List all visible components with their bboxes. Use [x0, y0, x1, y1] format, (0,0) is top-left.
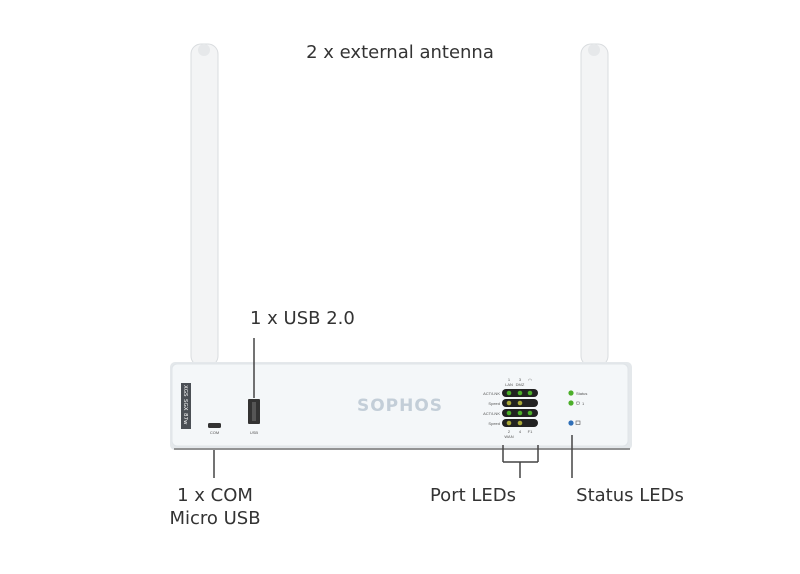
port-footer-2: 2 [508, 429, 511, 434]
usb-callout: 1 x USB 2.0 [250, 308, 355, 329]
usb-port-label: USB [250, 430, 259, 435]
led [517, 410, 523, 416]
led-row-3: ACT/LNK [483, 409, 538, 417]
port-leds-callout: Port LEDs [429, 485, 517, 506]
power-led [568, 400, 574, 406]
antenna-callout: 2 x external antenna [306, 42, 494, 63]
power-icon: ⏻ [576, 401, 580, 407]
com-port-label: COM [210, 430, 219, 435]
led [527, 390, 533, 396]
port-footer-f1: F1 [528, 429, 533, 434]
power-led-label: 1 [582, 401, 585, 406]
port-header-lan: LAN [505, 382, 513, 387]
led [517, 390, 523, 396]
port-header-1: 1 [508, 377, 511, 382]
port-footer-4: 4 [519, 429, 522, 434]
led [506, 390, 512, 396]
micro-usb-com-port[interactable] [208, 423, 221, 428]
led [506, 410, 512, 416]
sophos-logo: SOPHOS [357, 396, 443, 416]
port-header-3: 3 [519, 377, 522, 382]
led [517, 400, 523, 406]
row-label: Speed [488, 421, 500, 426]
right-antenna [580, 43, 609, 367]
port-footer-wan: WAN [504, 434, 513, 439]
led [506, 420, 512, 426]
wifi-status-led [568, 420, 574, 426]
port-leds: 1 LAN 3 DMZ ◠ ACT/LNK Speed ACT/LNK Spee… [483, 377, 538, 439]
model-badge: XGS SGX 87w [181, 383, 191, 429]
model-number: 87w [182, 413, 188, 425]
status-led-label: Status [576, 391, 587, 396]
status-leds-callout: Status LEDs [576, 485, 684, 506]
wireless-icon [575, 420, 581, 425]
com-callout-line2: Micro USB [169, 508, 261, 529]
led [527, 410, 533, 416]
row-label: ACT/LNK [483, 391, 500, 396]
led [517, 420, 523, 426]
row-label: ACT/LNK [483, 411, 500, 416]
status-led [568, 390, 574, 396]
led-row-4: Speed [488, 419, 538, 427]
status-leds: Status ⏻ 1 [568, 390, 587, 426]
port-header-dmz: DMZ [516, 382, 525, 387]
left-antenna [190, 43, 219, 367]
callout-lines [213, 338, 573, 478]
model-label: SGX [182, 399, 188, 411]
led [506, 400, 512, 406]
model-top-label: XGS [182, 385, 188, 397]
led-row-2: Speed [488, 399, 538, 407]
led-row-1: ACT/LNK [483, 389, 538, 397]
row-label: Speed [488, 401, 500, 406]
com-callout-line1: 1 x COM [177, 485, 253, 506]
wifi-icon: ◠ [528, 378, 532, 384]
